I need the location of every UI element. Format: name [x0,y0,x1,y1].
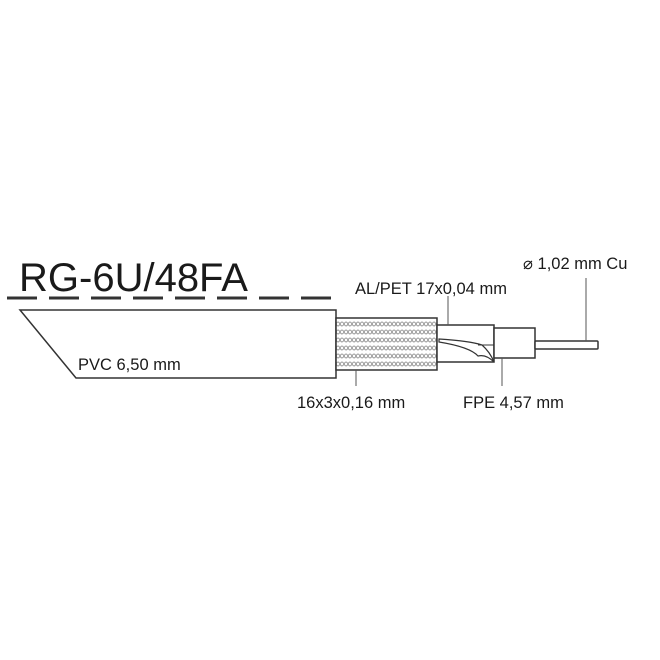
label-fpe: FPE 4,57 mm [463,394,564,412]
pvc-jacket [18,309,337,379]
label-foil: AL/PET 17x0,04 mm [355,280,507,298]
copper-conductor [534,340,599,350]
fpe-dielectric [493,327,536,359]
cable-title: RG-6U/48FA [19,256,248,300]
label-braid: 16x3x0,16 mm [297,394,406,412]
braid-shield [335,317,438,371]
label-pvc-jacket: PVC 6,50 mm [78,356,181,374]
label-conductor: ⌀ 1,02 mm Cu [523,255,628,273]
